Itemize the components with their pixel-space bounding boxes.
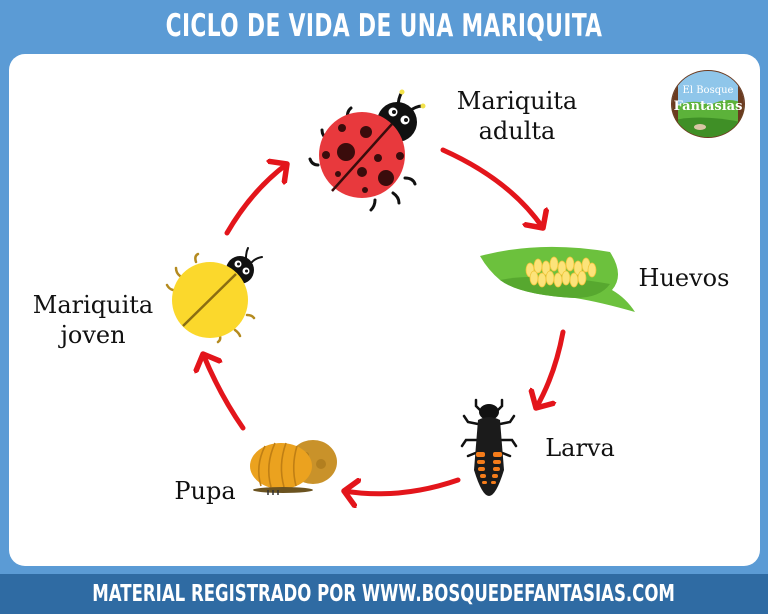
bosque-fantasias-logo[interactable]: El Bosque Fantasias	[670, 69, 746, 139]
footer-credit[interactable]: MATERIAL REGISTRADO POR WWW.BOSQUEDEFANT…	[92, 581, 676, 607]
label-larva-line1: Larva	[545, 434, 615, 462]
page-title: CICLO DE VIDA DE UNA MARIQUITA	[165, 8, 603, 44]
label-pupa-line1: Pupa	[174, 477, 236, 505]
arrow-pupa-to-young	[203, 354, 246, 431]
svg-text:Fantasias: Fantasias	[674, 99, 743, 114]
adult-ladybug-icon	[308, 89, 426, 212]
label-eggs-line1: Huevos	[638, 264, 730, 292]
svg-text:El Bosque: El Bosque	[683, 85, 734, 96]
arrow-eggs-to-larva	[536, 329, 566, 408]
label-young: Mariquita joven	[28, 290, 158, 350]
arrow-young-to-adult	[224, 164, 287, 236]
label-pupa: Pupa	[168, 476, 242, 506]
label-young-line2: joven	[60, 321, 126, 349]
arrow-adult-to-eggs	[440, 147, 543, 228]
label-young-line1: Mariquita	[32, 291, 154, 319]
label-adult-line1: Mariquita	[456, 87, 578, 115]
header-banner: CICLO DE VIDA DE UNA MARIQUITA	[0, 0, 768, 54]
footer-banner: MATERIAL REGISTRADO POR WWW.BOSQUEDEFANT…	[0, 574, 768, 614]
young-ladybug-icon	[165, 247, 263, 344]
eggs-on-leaf-icon	[480, 246, 635, 312]
label-larva: Larva	[540, 433, 620, 463]
pupa-icon	[250, 440, 337, 495]
label-adult-line2: adulta	[478, 117, 556, 145]
larva-icon	[460, 398, 518, 496]
label-adult: Mariquita adulta	[452, 86, 582, 146]
arrow-larva-to-pupa	[344, 480, 461, 494]
label-eggs: Huevos	[632, 263, 736, 293]
